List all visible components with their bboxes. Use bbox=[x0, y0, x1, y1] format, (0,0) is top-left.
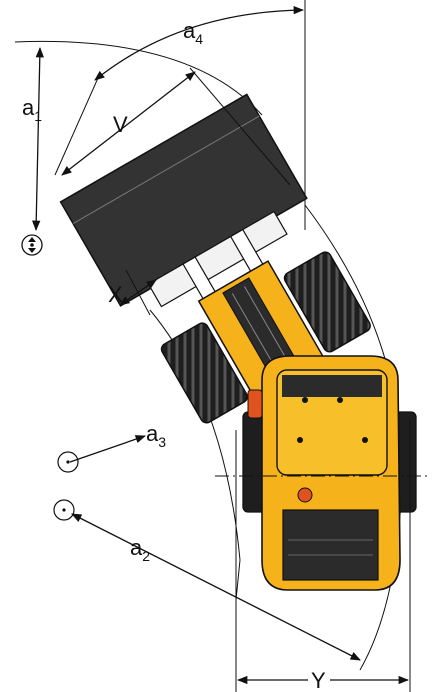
a1-dimension-line bbox=[32, 46, 44, 232]
label-a1: a1 bbox=[22, 95, 42, 124]
a4-dimension-arc bbox=[94, 5, 305, 81]
turning-center-icon bbox=[21, 234, 43, 256]
x-dimension: X bbox=[108, 269, 157, 316]
engine-hood bbox=[282, 509, 379, 581]
outer-turning-arc bbox=[14, 40, 263, 116]
label-a4: a4 bbox=[183, 18, 203, 47]
a2-dimension: a2 bbox=[53, 499, 361, 661]
label-v: V bbox=[113, 112, 128, 137]
label-a3: a3 bbox=[146, 421, 166, 450]
rear-light-icon bbox=[297, 487, 313, 503]
y-dimension: Y bbox=[235, 420, 411, 692]
a3-dimension: a3 bbox=[57, 421, 166, 473]
front-right-tire bbox=[283, 251, 371, 353]
label-y: Y bbox=[311, 668, 326, 692]
beacon-icon bbox=[247, 389, 263, 419]
label-x: X bbox=[108, 282, 123, 307]
front-left-tire bbox=[160, 322, 248, 424]
v-dimension: V bbox=[54, 67, 291, 186]
label-a2: a2 bbox=[130, 535, 150, 564]
rear-frame-assembly bbox=[215, 355, 430, 591]
